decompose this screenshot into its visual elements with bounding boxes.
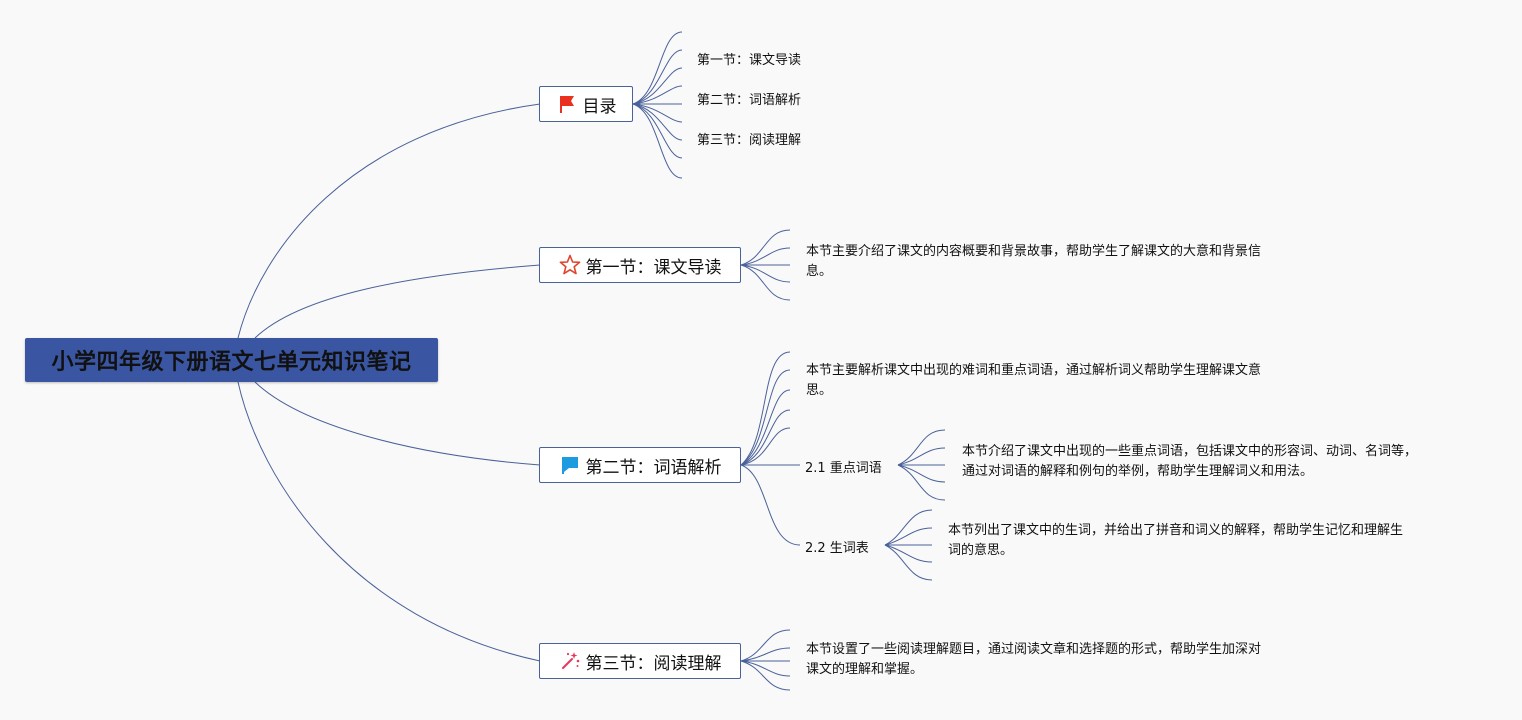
branch-section3-label: 第三节：阅读理解 [585, 653, 722, 674]
connector-sub1-fan [897, 429, 946, 501]
key-words-desc-line2: 通过对词语的解释和例句的举例，帮助学生理解词义和用法。 [962, 464, 1314, 479]
branch-section2[interactable]: 第二节：词语解析 [539, 447, 741, 483]
branch-section2-label: 第二节：词语解析 [585, 457, 722, 478]
section2-description[interactable]: 本节主要解析课文中出现的难词和重点词语，通过解析词义帮助学生理解课文意 思。 [806, 361, 1261, 401]
key-words-desc-line1: 本节介绍了课文中出现的一些重点词语，包括课文中的形容词、动词、名词等， [962, 444, 1418, 459]
connector-root-section2 [254, 381, 541, 466]
branch-toc[interactable]: 目录 [539, 86, 633, 122]
root-title: 小学四年级下册语文七单元知识笔记 [51, 350, 412, 375]
connector-root-toc [237, 103, 541, 339]
red-flag-icon [556, 93, 578, 115]
connector-toc-fan [632, 31, 683, 179]
connector-section2-fan [740, 351, 801, 546]
vocabulary-desc-line1: 本节列出了课文中的生词，并给出了拼音和词义的解释，帮助学生记忆和理解生 [948, 523, 1404, 538]
section1-desc-line1: 本节主要介绍了课文的内容概要和背景故事，帮助学生了解课文的大意和背景信 [806, 244, 1262, 259]
toc-item-3[interactable]: 第三节：阅读理解 [697, 133, 802, 148]
root-topic[interactable]: 小学四年级下册语文七单元知识笔记 [25, 338, 438, 382]
section2-desc-line2: 思。 [806, 383, 833, 398]
branch-section3[interactable]: 第三节：阅读理解 [539, 643, 741, 679]
magic-wand-sparkle-icon [559, 650, 581, 672]
connector-sub2-fan [884, 509, 933, 581]
subtopic-key-words[interactable]: 2.1 重点词语 [805, 461, 882, 476]
section2-desc-line1: 本节主要解析课文中出现的难词和重点词语，通过解析词义帮助学生理解课文意 [806, 363, 1262, 378]
branch-toc-label: 目录 [582, 96, 617, 117]
toc-item-2[interactable]: 第二节：词语解析 [697, 93, 802, 108]
section1-desc-line2: 息。 [806, 264, 833, 279]
vocabulary-desc-line2: 词的意思。 [948, 543, 1014, 558]
connector-root-section1 [254, 264, 541, 339]
section1-description[interactable]: 本节主要介绍了课文的内容概要和背景故事，帮助学生了解课文的大意和背景信 息。 [806, 242, 1261, 282]
toc-item-1[interactable]: 第一节：课文导读 [697, 53, 802, 68]
section3-description[interactable]: 本节设置了一些阅读理解题目，通过阅读文章和选择题的形式，帮助学生加深对 课文的理… [806, 640, 1261, 680]
branch-section1-label: 第一节：课文导读 [585, 257, 722, 278]
connector-section1-fan [740, 229, 791, 301]
subtopic-vocabulary[interactable]: 2.2 生词表 [805, 541, 869, 556]
blue-flag-icon [559, 454, 581, 476]
star-outline-icon [559, 254, 581, 276]
section3-desc-line2: 课文的理解和掌握。 [806, 662, 924, 677]
section3-desc-line1: 本节设置了一些阅读理解题目，通过阅读文章和选择题的形式，帮助学生加深对 [806, 642, 1262, 657]
subtopic-vocabulary-description[interactable]: 本节列出了课文中的生词，并给出了拼音和词义的解释，帮助学生记忆和理解生 词的意思… [948, 521, 1403, 561]
branch-section1[interactable]: 第一节：课文导读 [539, 247, 741, 283]
connector-root-section3 [237, 381, 541, 662]
subtopic-key-words-description[interactable]: 本节介绍了课文中出现的一些重点词语，包括课文中的形容词、动词、名词等， 通过对词… [962, 442, 1417, 482]
connector-section3-fan [740, 629, 791, 691]
